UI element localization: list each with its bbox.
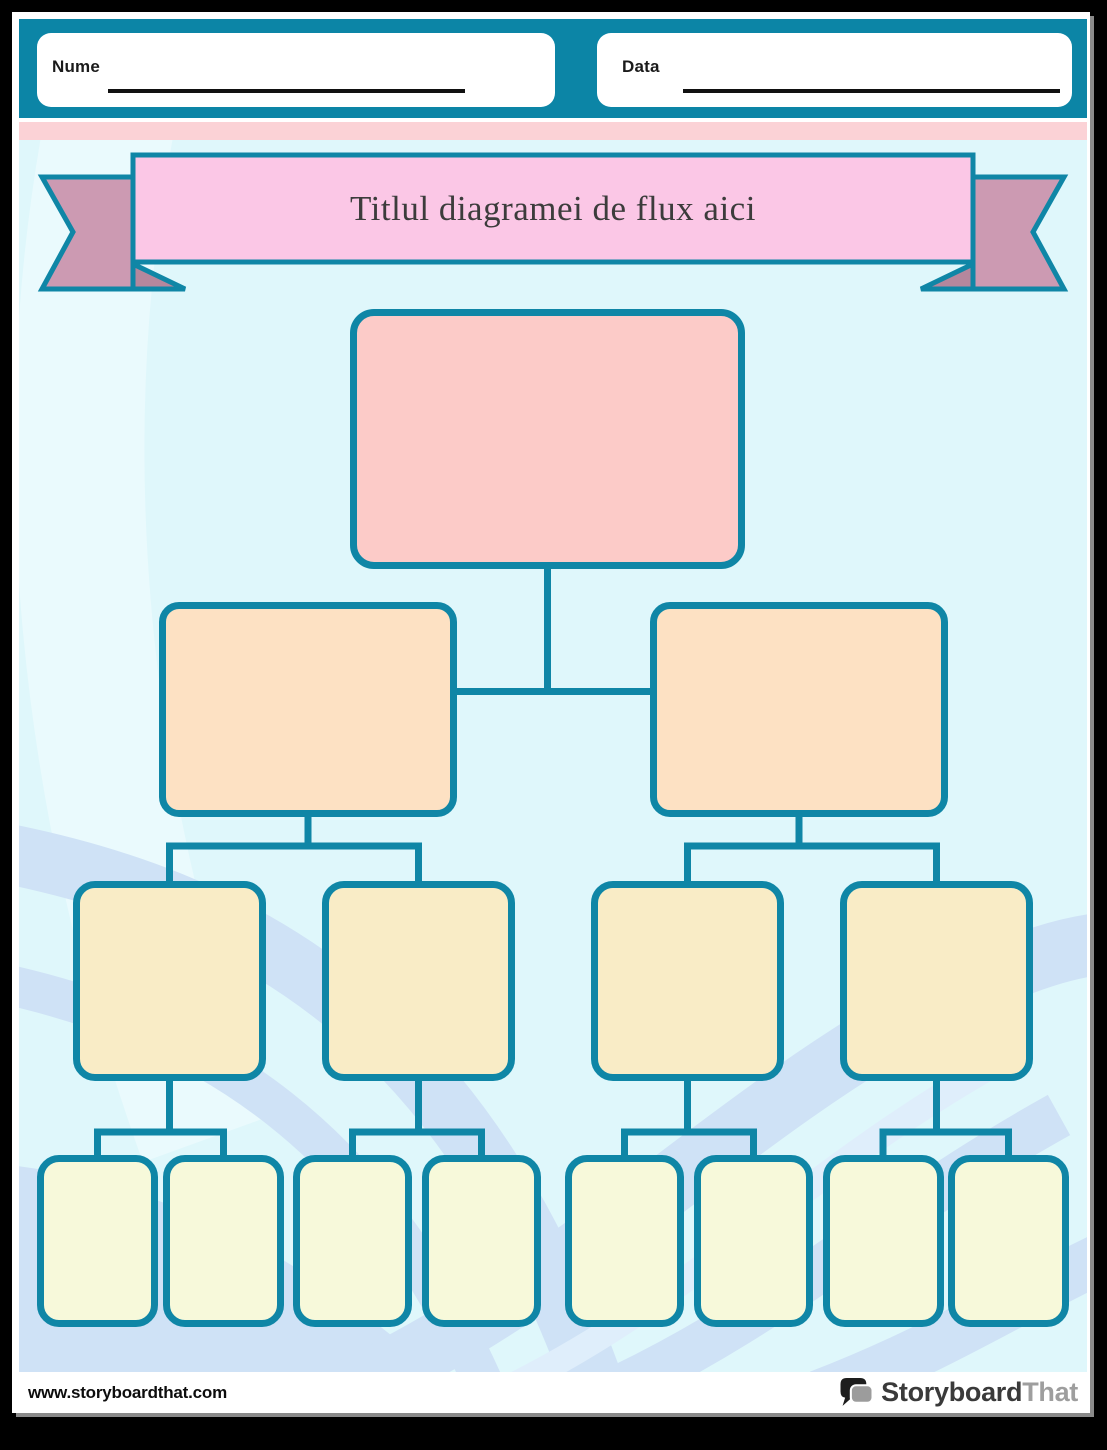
- worksheet-page: Nume Data: [12, 12, 1090, 1413]
- ribbon-fold-right: [919, 260, 976, 292]
- storyboardthat-logo: StoryboardThat: [838, 1372, 1078, 1413]
- ribbon-tail-right: [970, 174, 1069, 292]
- footer-url: www.storyboardthat.com: [28, 1383, 227, 1402]
- connector-l3b-l4: [349, 1074, 485, 1162]
- flow-node-l4-3[interactable]: [293, 1155, 412, 1327]
- header-bar: Nume Data: [19, 19, 1087, 118]
- name-field-box: Nume: [37, 33, 555, 107]
- connector-l3a-l4: [94, 1074, 227, 1162]
- connector-l2b-l3: [684, 810, 940, 888]
- flow-node-l4-5[interactable]: [565, 1155, 684, 1327]
- flow-node-l3-3[interactable]: [591, 881, 784, 1081]
- ribbon-tail-left: [37, 174, 136, 292]
- footer-strip: www.storyboardthat.com StoryboardThat: [12, 1372, 1090, 1413]
- flow-node-l2-2[interactable]: [650, 602, 948, 817]
- banner-rect: [130, 152, 976, 265]
- diagram-canvas: Titlul diagramei de flux aici: [19, 140, 1087, 1372]
- flow-node-l4-4[interactable]: [422, 1155, 541, 1327]
- name-fill-in-line[interactable]: [108, 89, 465, 93]
- tree-connectors: [94, 562, 1012, 1162]
- date-fill-in-line[interactable]: [683, 89, 1060, 93]
- flow-node-l4-2[interactable]: [163, 1155, 284, 1327]
- flow-node-l4-6[interactable]: [694, 1155, 813, 1327]
- date-label: Data: [622, 57, 660, 76]
- flow-node-l3-4[interactable]: [840, 881, 1033, 1081]
- flow-node-l3-1[interactable]: [73, 881, 266, 1081]
- flow-node-l4-1[interactable]: [37, 1155, 158, 1327]
- date-field-box: Data: [597, 33, 1072, 107]
- flow-node-l4-7[interactable]: [823, 1155, 944, 1327]
- connector-l3d-l4: [879, 1074, 1012, 1162]
- logo-text-primary: Storyboard: [881, 1377, 1023, 1407]
- ribbon-fold-left: [130, 260, 187, 292]
- connector-l2a-l3: [166, 810, 422, 888]
- logo-text-secondary: That: [1022, 1377, 1078, 1407]
- flow-node-l4-8[interactable]: [948, 1155, 1069, 1327]
- pink-accent-strip: [19, 122, 1087, 140]
- connector-l3c-l4: [621, 1074, 757, 1162]
- title-banner-ribbon: [37, 152, 1069, 292]
- connector-l1-l2: [453, 562, 654, 695]
- flow-node-l3-2[interactable]: [322, 881, 515, 1081]
- name-label: Nume: [52, 57, 101, 76]
- speech-bubbles-icon: [840, 1378, 874, 1406]
- flow-node-l2-1[interactable]: [159, 602, 457, 817]
- flow-node-l1-1[interactable]: [350, 309, 745, 569]
- logo-text: StoryboardThat: [881, 1377, 1078, 1408]
- banner-title[interactable]: Titlul diagramei de flux aici: [350, 188, 756, 228]
